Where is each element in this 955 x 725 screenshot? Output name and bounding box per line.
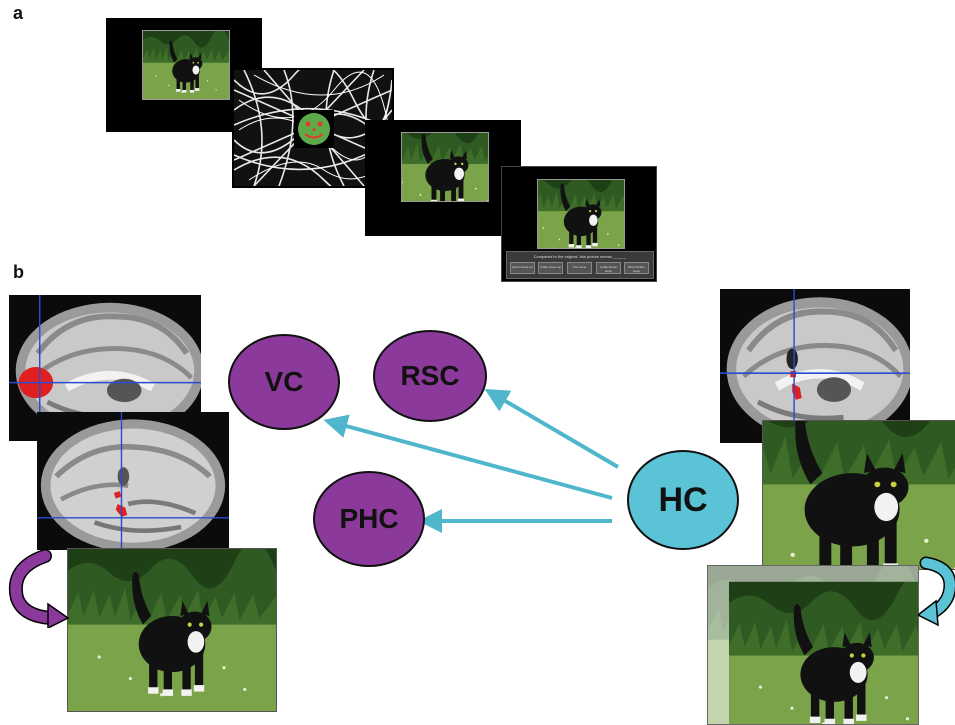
smiley-face: [294, 110, 334, 148]
rating-prompt: Compared to the original, this picture s…: [533, 254, 627, 259]
mri-slice-hc: [720, 289, 910, 443]
mri-slice-phc: [37, 412, 229, 550]
curved-arrow-right-icon: [918, 556, 955, 627]
rating-option-same[interactable]: The same: [567, 262, 592, 274]
rating-option-little-closer[interactable]: A little closer-up: [538, 262, 563, 274]
node-phc: PHC: [313, 471, 425, 567]
rating-panel: Compared to the original, this picture s…: [506, 251, 654, 279]
rating-option-little-farther[interactable]: A little farther away: [596, 262, 621, 274]
arrow-hc-to-vc: [323, 414, 613, 500]
panel-a-label: a: [13, 3, 24, 23]
rating-option-much-farther[interactable]: Much farther away: [624, 262, 649, 274]
cat-photo-closer: [401, 132, 489, 202]
cat-photo-response: [537, 179, 625, 249]
node-hc: HC: [627, 450, 739, 550]
cat-photo-boundary-extended: [67, 548, 277, 712]
node-rsc: RSC: [373, 330, 487, 422]
trial-screen-rating: Compared to the original, this picture s…: [501, 166, 657, 282]
curved-arrow-left-icon: [8, 549, 70, 628]
cat-photo-faded-border: [707, 565, 919, 725]
panel-b-label: b: [13, 262, 24, 282]
cat-photo: [142, 30, 230, 100]
rating-option-much-closer[interactable]: Much closer-up: [510, 262, 535, 274]
trial-screen-test: [365, 120, 521, 236]
node-vc: VC: [228, 334, 340, 430]
arrow-hc-to-rsc: [484, 388, 620, 469]
